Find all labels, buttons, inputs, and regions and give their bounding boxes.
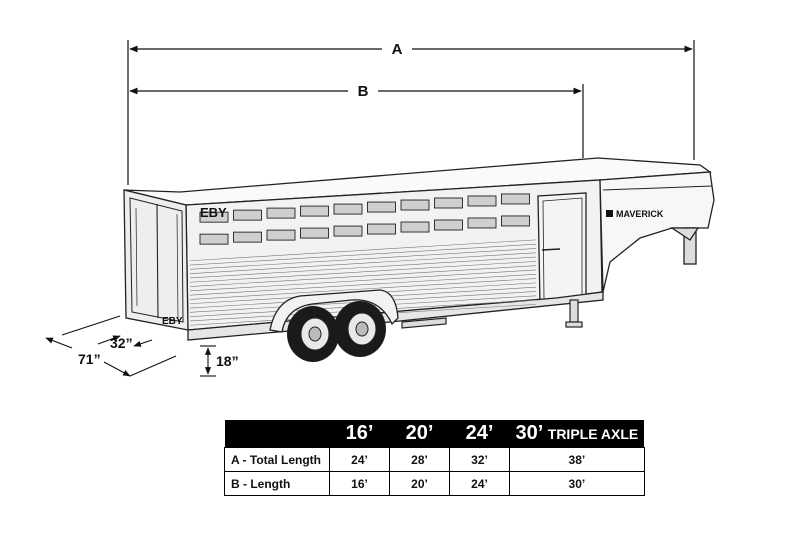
slat-line xyxy=(189,278,537,300)
table-header-row: 16’ 20’ 24’ 30’ TRIPLE AXLE xyxy=(224,420,645,448)
step xyxy=(401,317,447,329)
window-slot xyxy=(199,211,229,223)
slat-line xyxy=(189,261,537,283)
table-cell: 24’ xyxy=(449,471,510,496)
window-slot xyxy=(333,225,363,237)
window-slot xyxy=(434,219,463,231)
table-row: B - Length 16’ 20’ 24’ 30’ xyxy=(224,471,645,496)
slat-line xyxy=(189,239,537,262)
table-cell: 24’ xyxy=(329,447,390,472)
dimension-depth xyxy=(61,315,153,347)
window-slot xyxy=(233,209,262,221)
window-slot xyxy=(467,195,497,207)
window-slot xyxy=(400,221,430,233)
table-cell: 38’ xyxy=(509,447,645,472)
front-jack xyxy=(669,227,700,265)
window-slot xyxy=(266,207,296,219)
slat-line xyxy=(189,273,537,296)
slat-line xyxy=(189,252,537,274)
fender xyxy=(269,289,399,333)
table-cell: 28’ xyxy=(389,447,450,472)
trailer-diagram: A B xyxy=(45,40,715,377)
model-logo-text: MAVERICK xyxy=(616,209,664,219)
window-slot xyxy=(333,203,363,215)
window-row-upper xyxy=(199,193,530,223)
window-slot xyxy=(300,227,329,239)
slat-line xyxy=(189,243,537,266)
dimension-height-label: 18” xyxy=(216,353,239,369)
window-slot xyxy=(501,215,530,227)
dimension-height xyxy=(200,345,216,377)
dimension-width xyxy=(45,337,177,377)
window-slot xyxy=(199,233,229,245)
slat-line xyxy=(189,269,537,292)
window-slot xyxy=(467,217,497,229)
brand-logo-rear: EBY xyxy=(162,316,183,327)
row-label: B - Length xyxy=(224,471,330,496)
table-cell: 30’ xyxy=(509,471,645,496)
trailer-body xyxy=(123,157,715,341)
model-logo: MAVERICK xyxy=(606,209,664,219)
window-slot xyxy=(501,193,530,205)
window-slot xyxy=(266,229,296,241)
wheel-front xyxy=(287,306,339,362)
dimension-depth-label: 32” xyxy=(110,335,133,351)
window-slot xyxy=(367,201,396,213)
table-row: A - Total Length 24’ 28’ 32’ 38’ xyxy=(224,447,645,472)
column-header: 30’ TRIPLE AXLE xyxy=(509,420,645,448)
column-header: 24’ xyxy=(449,420,510,448)
wheels xyxy=(287,301,386,362)
window-slot xyxy=(434,197,463,209)
spec-table: 16’ 20’ 24’ 30’ TRIPLE AXLE A - Total Le… xyxy=(224,420,645,496)
window-slot xyxy=(233,231,262,243)
window-row-lower xyxy=(199,215,530,245)
table-cell: 16’ xyxy=(329,471,390,496)
column-header: 20’ xyxy=(389,420,450,448)
row-label: A - Total Length xyxy=(224,447,330,472)
window-slot xyxy=(300,205,329,217)
table-cell: 32’ xyxy=(449,447,510,472)
table-cell: 20’ xyxy=(389,471,450,496)
dimension-b: B xyxy=(129,83,584,158)
window-slot xyxy=(367,223,396,235)
column-header: 16’ xyxy=(329,420,390,448)
wheel-rear xyxy=(334,301,386,357)
slat-line xyxy=(189,265,537,287)
slat-line xyxy=(189,248,537,270)
slat-line xyxy=(189,256,537,279)
support-stand xyxy=(565,299,583,328)
window-slot xyxy=(400,199,430,211)
dimension-width-label: 71” xyxy=(78,351,101,367)
maverick-badge-icon xyxy=(606,210,613,217)
table-corner xyxy=(224,420,330,448)
dimension-a-label: A xyxy=(392,41,403,58)
dimension-a: A xyxy=(127,40,695,185)
dimension-b-label: B xyxy=(358,83,369,100)
brand-logo-side: EBY xyxy=(200,205,227,220)
